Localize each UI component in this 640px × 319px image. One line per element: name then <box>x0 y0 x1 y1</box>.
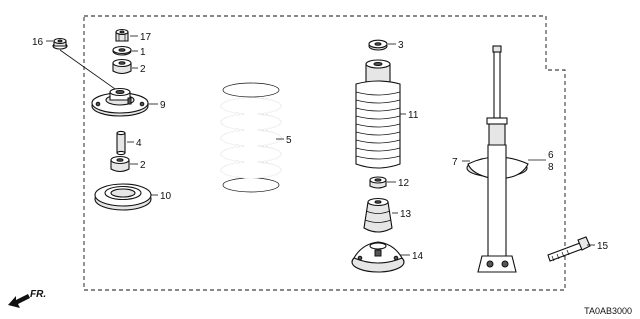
part-12-bump-stop-cap <box>369 176 387 189</box>
part-6-7-8-shock-absorber <box>466 45 529 273</box>
part-10-lower-spring-seat <box>94 183 152 211</box>
part-9-upper-mount <box>91 87 149 117</box>
part-2-lower-bushing <box>110 155 130 173</box>
callout-2-lower: 2 <box>140 160 146 171</box>
callout-12: 12 <box>398 178 410 189</box>
callout-10: 10 <box>160 191 172 202</box>
callout-11: 11 <box>408 110 419 121</box>
front-direction-label: FR. <box>30 289 46 300</box>
callout-16: 16 <box>32 37 44 48</box>
front-direction-arrow-icon <box>8 294 30 308</box>
part-1-washer <box>112 45 132 56</box>
callout-1: 1 <box>140 47 146 58</box>
part-16-flange-nut <box>52 37 68 50</box>
callout-2-upper: 2 <box>140 64 146 75</box>
part-4-collar <box>116 130 126 156</box>
callout-3: 3 <box>398 40 404 51</box>
callout-4: 4 <box>136 138 142 149</box>
callout-9: 9 <box>160 100 166 111</box>
part-13-bump-stop <box>363 197 393 233</box>
part-17-self-locking-nut <box>115 28 129 42</box>
part-2-upper-bushing <box>112 58 132 75</box>
part-15-flange-bolt <box>547 236 591 262</box>
callout-15: 15 <box>597 241 609 252</box>
callout-14: 14 <box>412 251 424 262</box>
callout-17: 17 <box>140 32 152 43</box>
assembly-frame <box>83 15 566 291</box>
part-3-washer <box>368 39 388 51</box>
part-11-dust-boot <box>355 59 401 169</box>
callout-6: 6 <box>548 150 554 161</box>
part-14-lower-mount <box>351 241 405 273</box>
callout-5: 5 <box>286 135 292 146</box>
part-5-coil-spring <box>220 82 282 193</box>
callout-8: 8 <box>548 162 554 173</box>
callout-13: 13 <box>400 209 412 220</box>
diagram-code: TA0AB3000 <box>584 306 632 316</box>
callout-7: 7 <box>452 157 458 168</box>
